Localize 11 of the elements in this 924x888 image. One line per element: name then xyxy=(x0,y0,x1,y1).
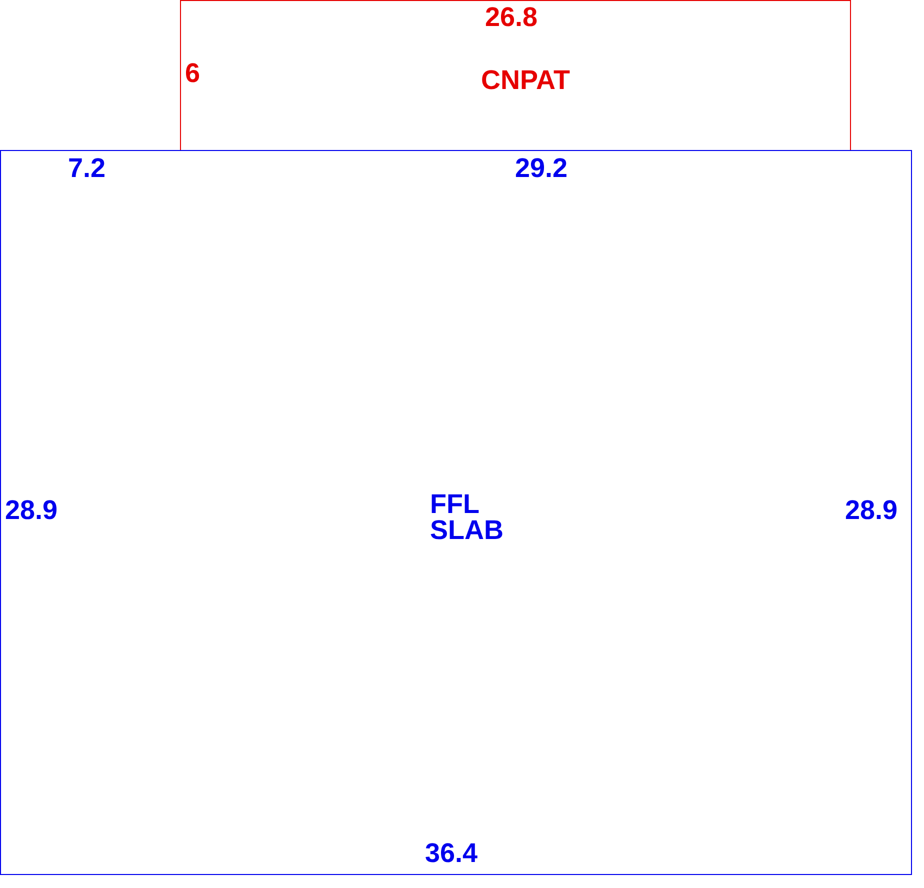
dimension-text: 28.9 xyxy=(5,497,58,523)
dimension-text: 6 xyxy=(185,60,200,86)
room-label: FFL SLAB xyxy=(430,491,504,543)
room-outline xyxy=(180,0,851,151)
dimension-text: 26.8 xyxy=(485,4,538,30)
slab-outline xyxy=(0,150,912,875)
dimension-text: 7.2 xyxy=(68,155,106,181)
dimension-text: 29.2 xyxy=(515,155,568,181)
room-label: CNPAT xyxy=(481,67,571,93)
dimension-text: 36.4 xyxy=(425,840,478,866)
dimension-text: 28.9 xyxy=(845,497,898,523)
